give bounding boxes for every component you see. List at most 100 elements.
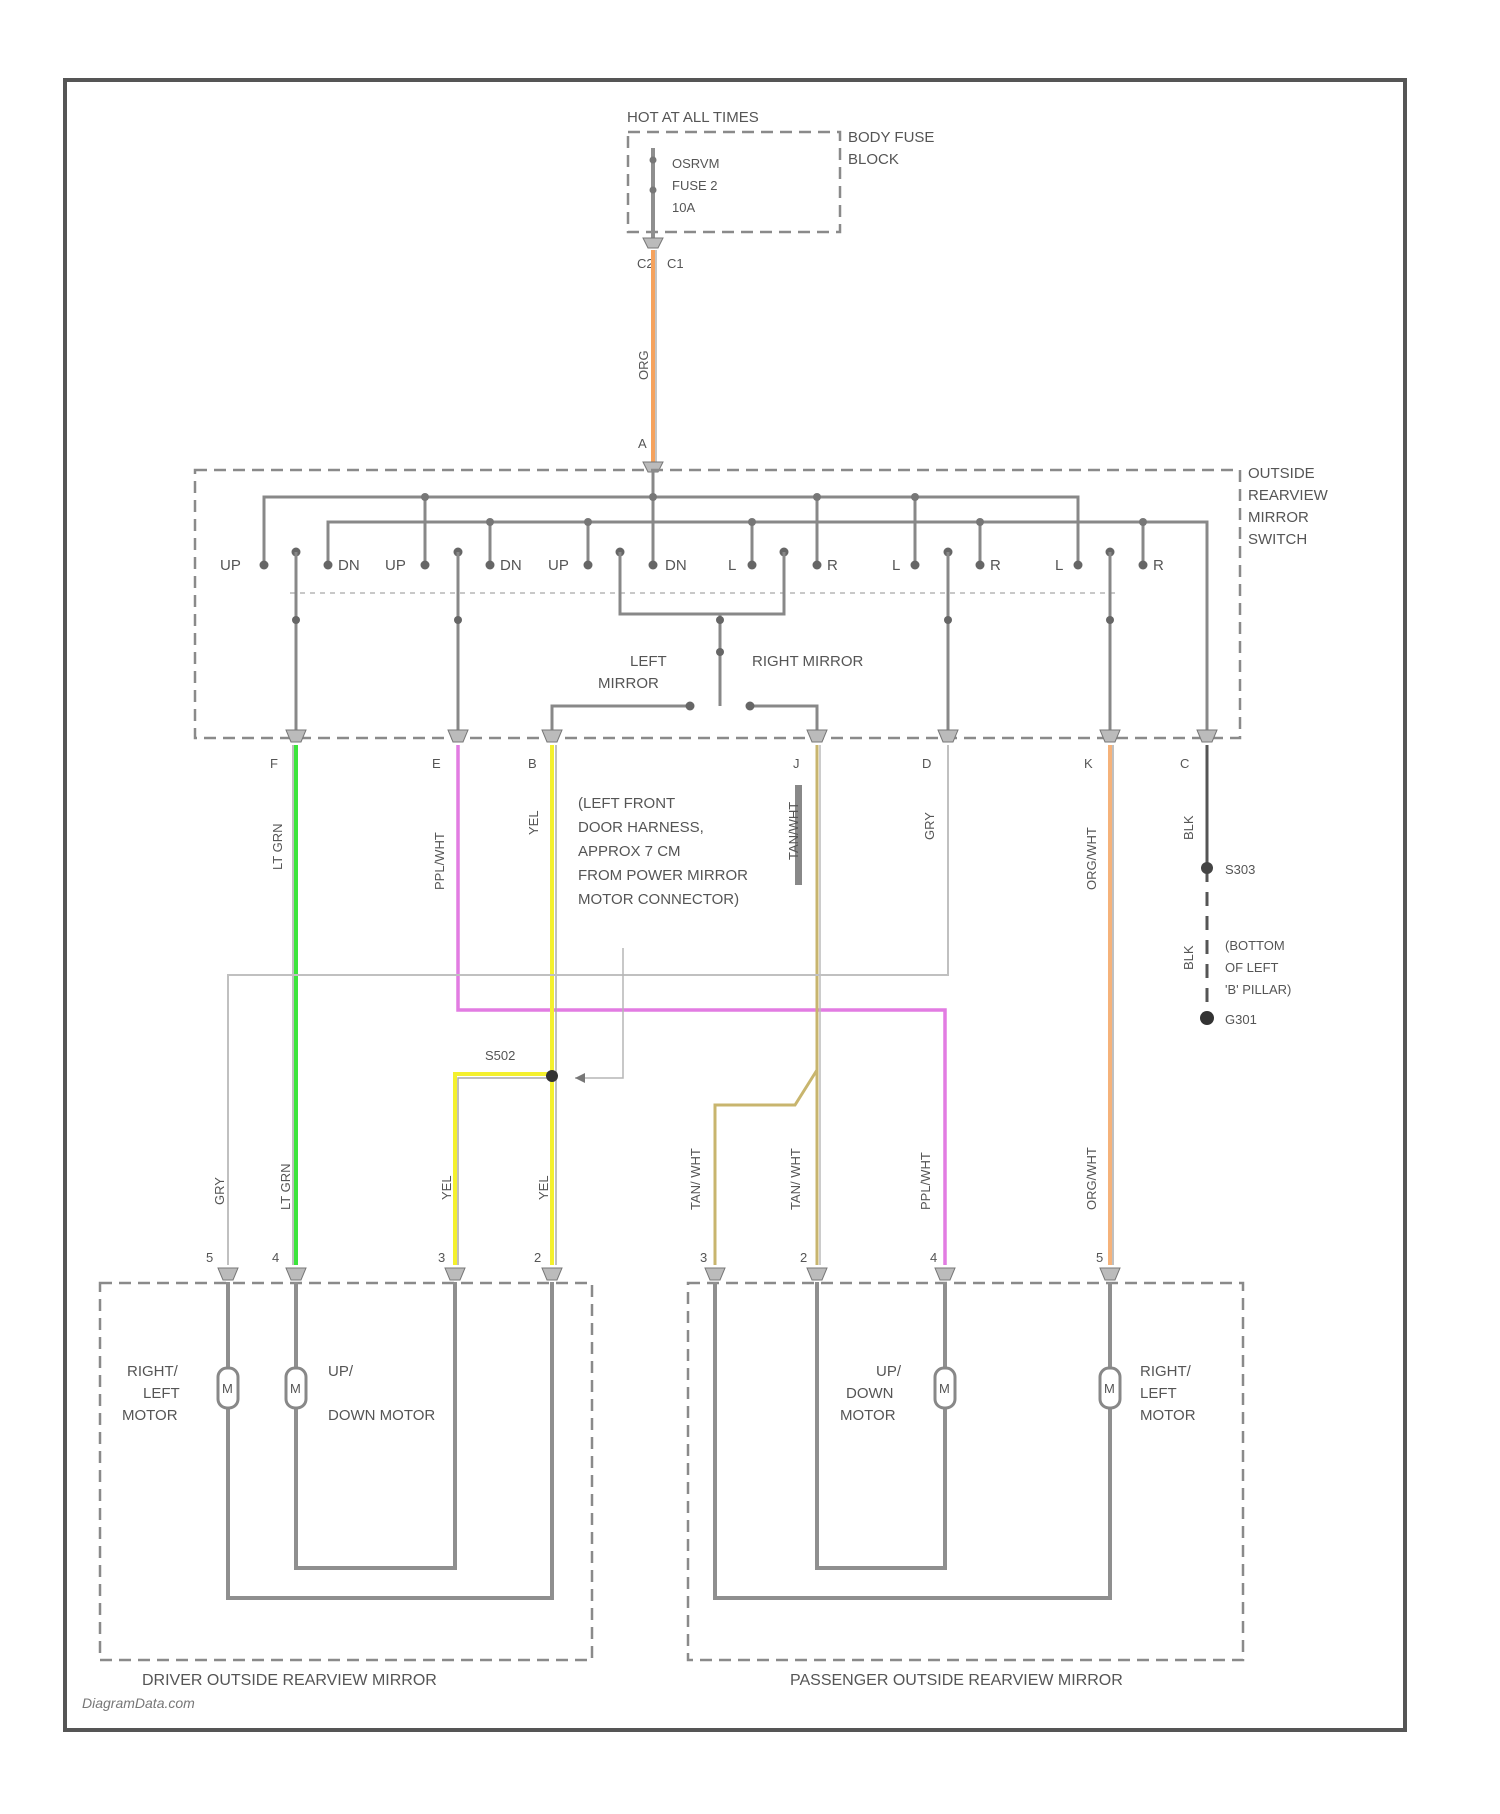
wire-lbl-4: TAN/WHT bbox=[786, 802, 801, 860]
wire-lbl-5: GRY bbox=[922, 812, 937, 840]
note-line-1: (LEFT FRONT bbox=[578, 795, 675, 812]
splice-s502: S502 bbox=[485, 1048, 515, 1063]
switch-name-1: OUTSIDE bbox=[1248, 465, 1315, 482]
outside-rearview-mirror-switch: OUTSIDE REARVIEW MIRROR SWITCH UP DN UP … bbox=[195, 465, 1329, 771]
passenger-outside-rearview-mirror: TAN/ WHT TAN/ WHT PPL/WHT ORG/WHT 3 2 4 … bbox=[688, 1147, 1243, 1689]
note-line-5: MOTOR CONNECTOR) bbox=[578, 891, 739, 908]
contact-6: DN bbox=[665, 557, 687, 574]
passenger-mirror-title: PASSENGER OUTSIDE REARVIEW MIRROR bbox=[790, 1672, 1123, 1689]
contact-4: DN bbox=[500, 557, 522, 574]
fuse-pin-right: C1 bbox=[667, 256, 684, 271]
pass-pin-4: 5 bbox=[1096, 1250, 1103, 1265]
contact-8: R bbox=[827, 557, 838, 574]
wire-lbl-6: ORG/WHT bbox=[1084, 827, 1099, 890]
note-line-4: FROM POWER MIRROR bbox=[578, 867, 748, 884]
pin-1: F bbox=[270, 756, 278, 771]
pass-pin-1: 3 bbox=[700, 1250, 707, 1265]
contact-12: R bbox=[1153, 557, 1164, 574]
ground-loc-2: OF LEFT bbox=[1225, 960, 1279, 975]
contact-1: UP bbox=[220, 557, 241, 574]
driver-motor-ud-1: UP/ bbox=[328, 1363, 354, 1380]
driver-motor-rl-1: RIGHT/ bbox=[127, 1363, 179, 1380]
contact-5: UP bbox=[548, 557, 569, 574]
driver-outside-rearview-mirror: GRY LT GRN YEL YEL 5 4 3 2 M M RIGHT/ LE… bbox=[100, 1164, 592, 1689]
pointer-arrow-icon bbox=[575, 1073, 585, 1083]
driver-motor-rl-2: LEFT bbox=[143, 1385, 180, 1402]
switch-connectors bbox=[286, 730, 1217, 742]
pass-motor-ud-3: MOTOR bbox=[840, 1407, 896, 1424]
note-line-3: APPROX 7 CM bbox=[578, 843, 681, 860]
pass-motor-ud-symbol: M bbox=[939, 1381, 950, 1396]
fuse-label-line-2: FUSE 2 bbox=[672, 178, 718, 193]
left-mirror-label-2: MIRROR bbox=[598, 675, 659, 692]
driver-wire-2: LT GRN bbox=[278, 1164, 293, 1210]
splice-s502-dot bbox=[546, 1070, 558, 1082]
pin-6: K bbox=[1084, 756, 1093, 771]
switch-name-2: REARVIEW bbox=[1248, 487, 1329, 504]
pin-7: C bbox=[1180, 756, 1189, 771]
pass-wire-3: PPL/WHT bbox=[918, 1152, 933, 1210]
contact-9: L bbox=[892, 557, 900, 574]
switch-feed-pin: A bbox=[638, 436, 647, 451]
fuse-block-name-2: BLOCK bbox=[848, 151, 899, 168]
driver-pin-4: 2 bbox=[534, 1250, 541, 1265]
contact-11: L bbox=[1055, 557, 1063, 574]
switch-name-3: MIRROR bbox=[1248, 509, 1309, 526]
left-mirror-label-1: LEFT bbox=[630, 653, 667, 670]
ground-loc-1: (BOTTOM bbox=[1225, 938, 1285, 953]
driver-pin-1: 5 bbox=[206, 1250, 213, 1265]
driver-motor-ud-symbol: M bbox=[290, 1381, 301, 1396]
pass-wire-2: TAN/ WHT bbox=[788, 1148, 803, 1210]
feed-wire-label: ORG bbox=[636, 350, 651, 380]
pass-motor-rl-1: RIGHT/ bbox=[1140, 1363, 1192, 1380]
wire-lbl-3: YEL bbox=[526, 810, 541, 835]
ground-loc-3: 'B' PILLAR) bbox=[1225, 982, 1291, 997]
driver-motor-rl-symbol: M bbox=[222, 1381, 233, 1396]
pin-5: D bbox=[922, 756, 931, 771]
watermark: DiagramData.com bbox=[82, 1695, 195, 1711]
pin-3: B bbox=[528, 756, 537, 771]
pass-motor-ud-2: DOWN bbox=[846, 1385, 894, 1402]
pass-motor-rl-2: LEFT bbox=[1140, 1385, 1177, 1402]
ground-id: G301 bbox=[1225, 1012, 1257, 1027]
splice-note: (LEFT FRONT DOOR HARNESS, APPROX 7 CM FR… bbox=[485, 795, 748, 1083]
driver-mirror-outline bbox=[100, 1283, 592, 1660]
passenger-mirror-outline bbox=[688, 1283, 1243, 1660]
driver-pin-3: 3 bbox=[438, 1250, 445, 1265]
wire-yel-branch bbox=[455, 1074, 552, 1265]
pass-pin-2: 2 bbox=[800, 1250, 807, 1265]
switch-outline bbox=[195, 470, 1240, 738]
splice-s303: S303 bbox=[1225, 862, 1255, 877]
pass-motor-ud-1: UP/ bbox=[876, 1363, 902, 1380]
body-fuse-block: HOT AT ALL TIMES OSRVM FUSE 2 10A BODY F… bbox=[627, 109, 934, 271]
driver-wire-3: YEL bbox=[439, 1175, 454, 1200]
driver-mirror-title: DRIVER OUTSIDE REARVIEW MIRROR bbox=[142, 1672, 437, 1689]
wire-lbl-7: BLK bbox=[1181, 815, 1196, 840]
pin-4: J bbox=[793, 756, 800, 771]
hot-at-all-times-label: HOT AT ALL TIMES bbox=[627, 109, 759, 126]
pin-2: E bbox=[432, 756, 441, 771]
driver-wire-4: YEL bbox=[536, 1175, 551, 1200]
contact-7: L bbox=[728, 557, 736, 574]
contact-3: UP bbox=[385, 557, 406, 574]
wire-lbl-1: LT GRN bbox=[270, 824, 285, 870]
pass-pin-3: 4 bbox=[930, 1250, 937, 1265]
pass-wire-1: TAN/ WHT bbox=[688, 1148, 703, 1210]
driver-motor-rl-3: MOTOR bbox=[122, 1407, 178, 1424]
note-line-2: DOOR HARNESS, bbox=[578, 819, 704, 836]
driver-pin-2: 4 bbox=[272, 1250, 279, 1265]
right-mirror-label: RIGHT MIRROR bbox=[752, 653, 864, 670]
wiring: LT GRN PPL/WHT YEL TAN/WHT GRY ORG/WHT B… bbox=[228, 745, 1207, 1265]
wire-lbl-2: PPL/WHT bbox=[432, 832, 447, 890]
ground-dot bbox=[1200, 1011, 1214, 1025]
splice-s303-dot bbox=[1201, 862, 1213, 874]
contact-10: R bbox=[990, 557, 1001, 574]
driver-wire-1: GRY bbox=[212, 1177, 227, 1205]
ground-point: S303 BLK (BOTTOM OF LEFT 'B' PILLAR) G30… bbox=[1181, 862, 1291, 1027]
fuse-label-line-1: OSRVM bbox=[672, 156, 719, 171]
fuse-label-line-3: 10A bbox=[672, 200, 695, 215]
driver-motor-ud-2: DOWN MOTOR bbox=[328, 1407, 435, 1424]
fuse-block-name-1: BODY FUSE bbox=[848, 129, 934, 146]
ground-wire-label: BLK bbox=[1181, 945, 1196, 970]
fuse-block-outline bbox=[628, 132, 840, 232]
